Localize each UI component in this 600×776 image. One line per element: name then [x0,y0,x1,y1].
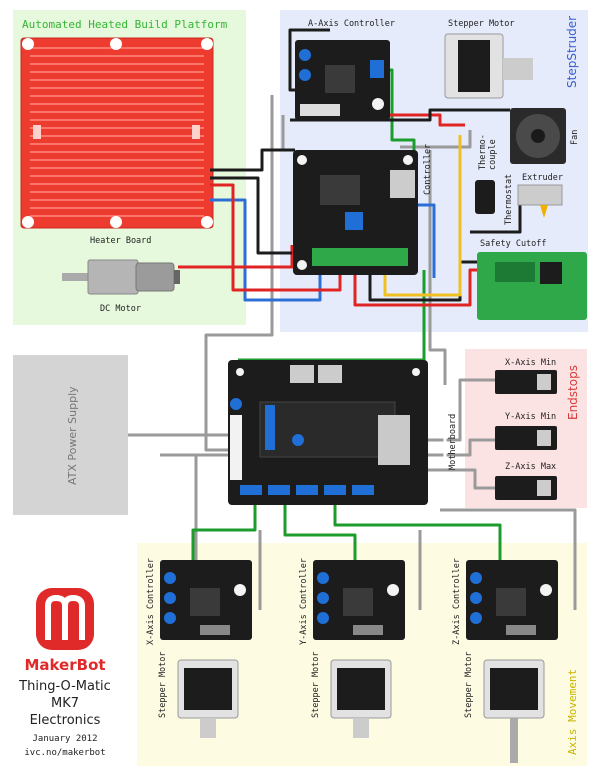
fan-icon [510,108,566,164]
x-axis-controller-label: X-Axis Controller [146,558,156,645]
heated-platform-title: Automated Heated Build Platform [22,18,228,31]
motherboard-label: Motherboard [448,414,458,470]
atx-power-supply-label: ATX Power Supply [66,386,79,485]
wire-green-x [191,490,257,560]
controller-board [293,150,418,275]
axis-movement-title: Axis Movement [566,669,579,755]
wire-green-y [283,490,357,560]
controller-label: Controller [423,144,433,195]
title-line-3: Electronics [30,713,101,728]
z-axis-max-label: Z-Axis Max [505,462,556,472]
stepper-motor-y-label: Stepper Motor [311,651,321,718]
wire-green-z [333,490,502,560]
wire-red-safety [353,268,483,307]
wire-black-heater-2 [210,176,292,255]
wire-gray-axis-mid [258,508,577,610]
wire-gray-thermo [400,130,472,149]
x-axis-controller-board [160,560,252,640]
makerbot-logo-icon [36,588,94,650]
endstop-y-min [495,426,557,450]
thermocouple-label-1: Thermo- [478,134,488,170]
wire-gray-left-loop [204,95,274,452]
thermostat-icon [475,180,495,214]
safety-cutoff-board [477,252,587,320]
wire-yellow-thermocouple [383,135,462,297]
z-axis-controller-label: Z-Axis Controller [452,558,462,645]
wire-red-heater [210,183,342,292]
stepper-motor-x-label: Stepper Motor [158,651,168,718]
wire-black-safety [368,260,483,302]
x-axis-min-label: X-Axis Min [505,358,556,368]
heater-board-label: Heater Board [90,236,151,246]
a-axis-controller-board [295,40,390,120]
thermocouple-label-2: couple [488,139,498,170]
endstop-x-min [495,370,557,394]
wire-gray-to-motherboard-right [428,150,447,385]
motherboard [228,360,428,505]
heater-board [20,37,214,229]
wire-black-heater [210,148,295,172]
y-axis-min-label: Y-Axis Min [505,412,556,422]
title-line-1: Thing-O-Matic [18,679,111,694]
dc-motor-label: DC Motor [100,304,141,314]
url-text: ivc.no/makerbot [24,748,105,758]
wire-black-a-axis [288,28,330,92]
endstop-z-max [495,476,557,500]
stepper-motor-top-label: Stepper Motor [448,19,515,29]
safety-cutoff-label: Safety Cutoff [480,239,547,249]
stepper-motor-z [483,659,545,763]
y-axis-controller-board [313,560,405,640]
atx-power-supply [13,355,128,515]
dc-motor [62,259,180,295]
stepper-motor-top [444,33,533,99]
y-axis-controller-label: Y-Axis Controller [299,558,309,645]
thermostat-label: Thermostat [504,174,514,225]
makerbot-wordmark: MakerBot [24,656,105,674]
stepper-motor-z-label: Stepper Motor [464,651,474,718]
extruder-icon [517,184,563,218]
stepper-motor-x [177,659,239,738]
extruder-label: Extruder [522,173,563,183]
wire-black-extruder [470,202,522,234]
a-axis-controller-label: A-Axis Controller [308,19,395,29]
fan-label: Fan [570,130,580,145]
stepper-motor-y [330,659,392,738]
date-text: January 2012 [32,734,97,744]
z-axis-controller-board [466,560,558,640]
stepstruder-title: StepStruder [565,16,579,88]
title-line-2: MK7 [51,696,79,711]
endstops-title: Endstops [566,365,580,420]
